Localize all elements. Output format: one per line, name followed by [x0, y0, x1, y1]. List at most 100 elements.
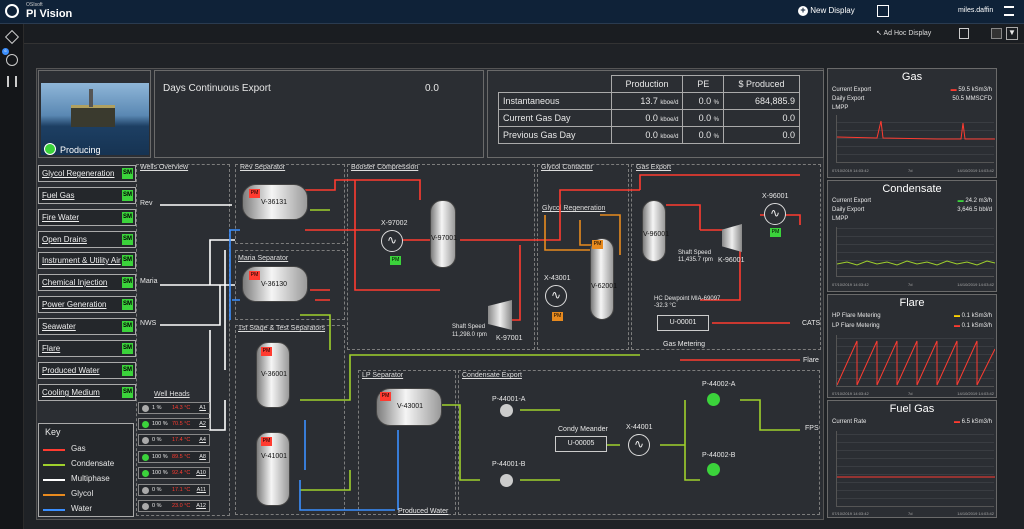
unit-u00001[interactable]: U-00001	[657, 315, 709, 331]
fuel-gas-trend-title: Fuel Gas	[889, 403, 935, 415]
menu-icon[interactable]	[1004, 6, 1014, 16]
axis-range: 7d	[908, 511, 913, 516]
vessel-label: V-36001	[261, 371, 288, 378]
gas-trend-panel[interactable]: Gas Current Export▬ 59.5 kSm3/h Daily Ex…	[827, 68, 997, 178]
pump-p44002a-icon[interactable]	[707, 393, 720, 406]
hc-dewpoint-label: HC Dewpoint MIA-69097	[654, 296, 721, 302]
vessel-label: V-97001	[431, 235, 458, 242]
well-heads-title: Well Heads	[154, 391, 190, 398]
rig-mast	[89, 89, 93, 107]
vessel-label: V-43001	[397, 403, 424, 410]
flow-cats: CATS	[802, 320, 821, 327]
well-choke: 100 %	[152, 421, 168, 427]
user-name[interactable]: miles.daffin	[958, 7, 994, 14]
heat-exchanger-icon[interactable]: ∿	[381, 230, 403, 252]
vessel-v62001[interactable]: V-62001	[590, 238, 617, 320]
pump-p44001b-icon[interactable]	[500, 474, 513, 487]
system-label: Open Drains	[42, 235, 87, 244]
heat-exchanger-icon[interactable]: ∿	[764, 203, 786, 225]
pe-unit: %	[713, 100, 719, 106]
unit-u00005[interactable]: U-00005	[555, 436, 607, 452]
x96001-label: X-96001	[762, 193, 789, 200]
pump-p44001a-icon[interactable]	[500, 404, 513, 417]
layout-icon[interactable]	[959, 28, 969, 39]
axis-end: 14/10/2019 14:03:42	[957, 282, 994, 287]
row-value: 50.5 MMSCFD	[952, 96, 992, 102]
dropdown-icon[interactable]: ▼	[1006, 27, 1018, 40]
key-swatch	[43, 509, 65, 511]
flare-trend-line	[836, 340, 996, 386]
valve-indicator: PM	[261, 347, 272, 356]
well-name: A8	[199, 454, 206, 460]
display-icon[interactable]	[877, 5, 889, 17]
brand-small: OSIsoft	[26, 2, 43, 8]
value-text: 59.5 kSm3/h	[958, 87, 992, 93]
system-button[interactable]: Fire Water SM	[38, 209, 136, 226]
graph-icon[interactable]	[6, 54, 18, 66]
condy-meander-label: Condy Meander	[558, 426, 608, 433]
key-item-condensate: Condensate	[43, 459, 133, 471]
system-label: Flare	[42, 344, 61, 353]
water-pipe	[229, 229, 399, 511]
heat-exchanger-icon[interactable]: ∿	[545, 285, 567, 307]
hp-flare-metering: HP Flare Metering▬ 0.1 kSm3/h	[832, 313, 994, 319]
vessel-v43001[interactable]: V-43001	[376, 388, 442, 426]
vessel-v96001[interactable]: V-96001	[642, 200, 669, 262]
library-icon[interactable]	[7, 76, 17, 87]
fuel-current-rate: Current Rate▬ 6.5 kSm3/h	[832, 419, 994, 425]
condensate-trend-panel[interactable]: Condensate Current Export▬ 24.2 m3/h Dai…	[827, 180, 997, 292]
p44001a-label: P-44001-A	[492, 396, 526, 403]
vessel-label: V-41001	[261, 453, 288, 460]
sm-badge: SM	[122, 255, 133, 266]
well-status-icon	[142, 503, 149, 510]
save-icon[interactable]	[991, 28, 1002, 39]
adhoc-label: Ad Hoc Display	[883, 30, 932, 37]
compressor-k97001[interactable]	[488, 300, 512, 330]
heat-exchanger-icon[interactable]: ∿	[628, 434, 650, 456]
flow-maria: Maria	[140, 278, 158, 285]
axis-end: 14/10/2019 14:03:42	[957, 168, 994, 173]
vessel-v36130[interactable]: V-36130	[242, 266, 308, 302]
pump-p44002b-icon[interactable]	[707, 463, 720, 476]
valve-indicator: PM	[380, 392, 391, 401]
wells-overview-frame	[136, 164, 230, 516]
app-title[interactable]: PI Vision	[26, 8, 73, 20]
well-name: A12	[196, 503, 206, 509]
vessel-v97001[interactable]: V-97001	[430, 200, 458, 268]
flow-produced-water: Produced Water	[398, 508, 449, 515]
key-label: Gas	[71, 444, 86, 453]
system-label: Glycol Regeneration	[42, 169, 115, 178]
well-choke: 100 %	[152, 454, 168, 460]
sm-badge: SM	[122, 212, 133, 223]
glycol-contactor-frame	[537, 164, 629, 350]
adhoc-display-button[interactable]: ↖ Ad Hoc Display	[876, 29, 931, 37]
booster-title: Booster Compression	[351, 164, 419, 171]
vessel-label: V-36131	[261, 199, 288, 206]
flare-trend-panel[interactable]: Flare HP Flare Metering▬ 0.1 kSm3/h LP F…	[827, 294, 997, 398]
pe-value: 0.0	[698, 130, 712, 140]
maria-separator-title: Maria Separator	[238, 255, 289, 262]
key-title: Key	[45, 427, 61, 437]
new-display-button[interactable]: + New Display	[798, 6, 855, 16]
system-label: Fire Water	[42, 213, 80, 222]
compressor-k96001[interactable]	[722, 224, 742, 252]
fuel-gas-trend-panel[interactable]: Fuel Gas Current Rate▬ 6.5 kSm3/h 07/10/…	[827, 400, 997, 518]
